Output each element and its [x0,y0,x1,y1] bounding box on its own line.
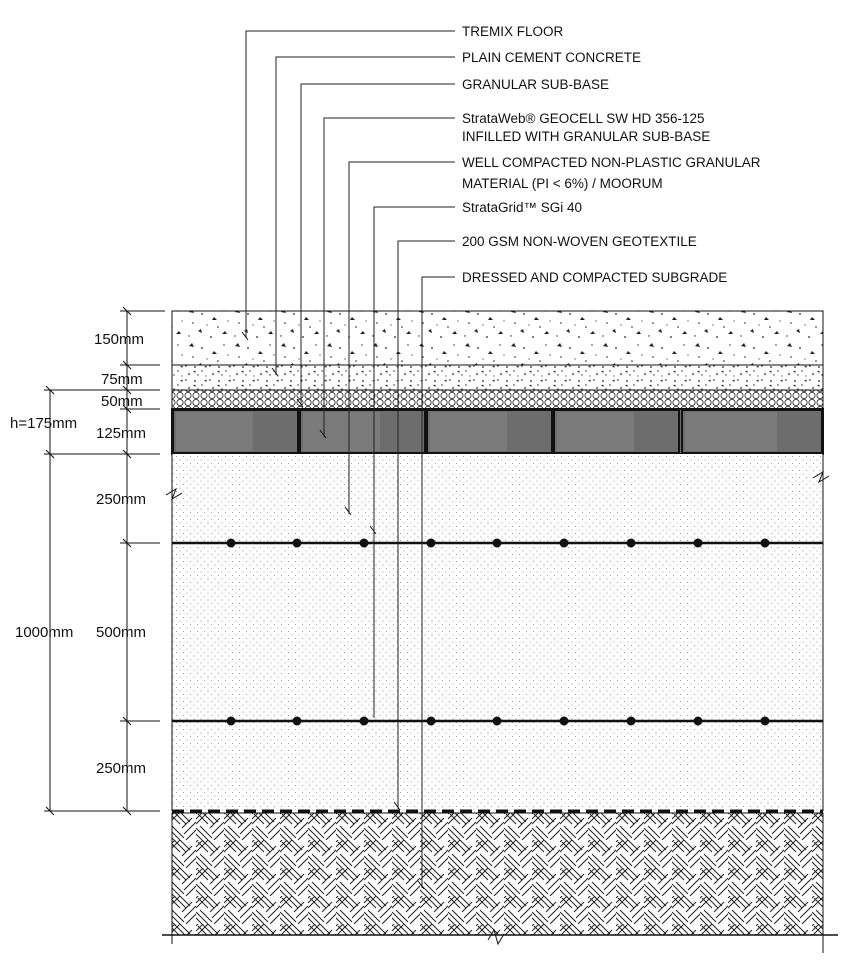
geogrid-node [760,538,770,548]
geogrid-node [226,538,236,548]
break-mark-right [812,470,830,484]
dim-250-top: 250mm [96,491,146,508]
pcc-layer [171,364,824,391]
geocell-cell-shade [557,412,634,451]
geogrid-upper [172,538,823,548]
geogrid-node [492,716,502,726]
geogrid-node [226,716,236,726]
label-geotextile: 200 GSM NON-WOVEN GEOTEXTILE [462,234,697,249]
label-pcc: PLAIN CEMENT CONCRETE [462,50,641,65]
leader-lines [245,30,455,888]
geogrid-node [292,538,302,548]
geogrid-node [359,538,369,548]
geogrid-node [626,716,636,726]
tremix-floor-layer [171,310,824,366]
label-subgrade: DRESSED AND COMPACTED SUBGRADE [462,270,727,285]
dim-500: 500mm [96,624,146,641]
geogrid-node [626,538,636,548]
dimension-lines [44,306,165,816]
geogrid-node [559,716,569,726]
dim-125: 125mm [96,425,146,442]
geogrid-node [559,538,569,548]
label-geocell-2: INFILLED WITH GRANULAR SUB-BASE [462,129,710,144]
geocell-layer [171,408,824,455]
granular-material-layer [172,454,823,811]
geocell-cell-shade [176,412,253,451]
label-granular-2: MATERIAL (PI < 6%) / MOORUM [462,176,663,191]
geogrid-node [292,716,302,726]
geogrid-node [492,538,502,548]
geogrid-node [693,716,703,726]
break-mark-bottom [487,928,505,946]
geocell-cell-shade [685,412,777,451]
dim-1000: 1000mm [15,624,73,641]
dim-250-bottom: 250mm [96,760,146,777]
geogrid-node [359,716,369,726]
dim-50: 50mm [101,393,143,410]
geocell-cell-shade [303,412,380,451]
granular-subbase-layer [171,389,824,410]
callout-labels: TREMIX FLOOR PLAIN CEMENT CONCRETE GRANU… [462,24,761,285]
dim-h175: h=175mm [10,415,77,432]
dim-150: 150mm [94,331,144,348]
dim-75: 75mm [101,371,143,388]
break-mark-left [165,487,183,501]
geogrid-lower [172,716,823,726]
subgrade-layer [171,812,824,936]
geogrid-node [760,716,770,726]
geogrid-node [693,538,703,548]
label-gsb: GRANULAR SUB-BASE [462,77,609,92]
label-tremix: TREMIX FLOOR [462,24,564,39]
dimension-texts: 150mm 75mm 50mm h=175mm 125mm 250mm 1000… [10,331,146,777]
geocell-cell-shade [430,412,507,451]
label-granular-1: WELL COMPACTED NON-PLASTIC GRANULAR [462,155,761,170]
label-geocell-1: StrataWeb® GEOCELL SW HD 356-125 [462,111,705,126]
geogrid-node [426,716,436,726]
label-geogrid: StrataGrid™ SGi 40 [462,200,582,215]
geogrid-node [426,538,436,548]
leader-ticks [241,331,425,890]
